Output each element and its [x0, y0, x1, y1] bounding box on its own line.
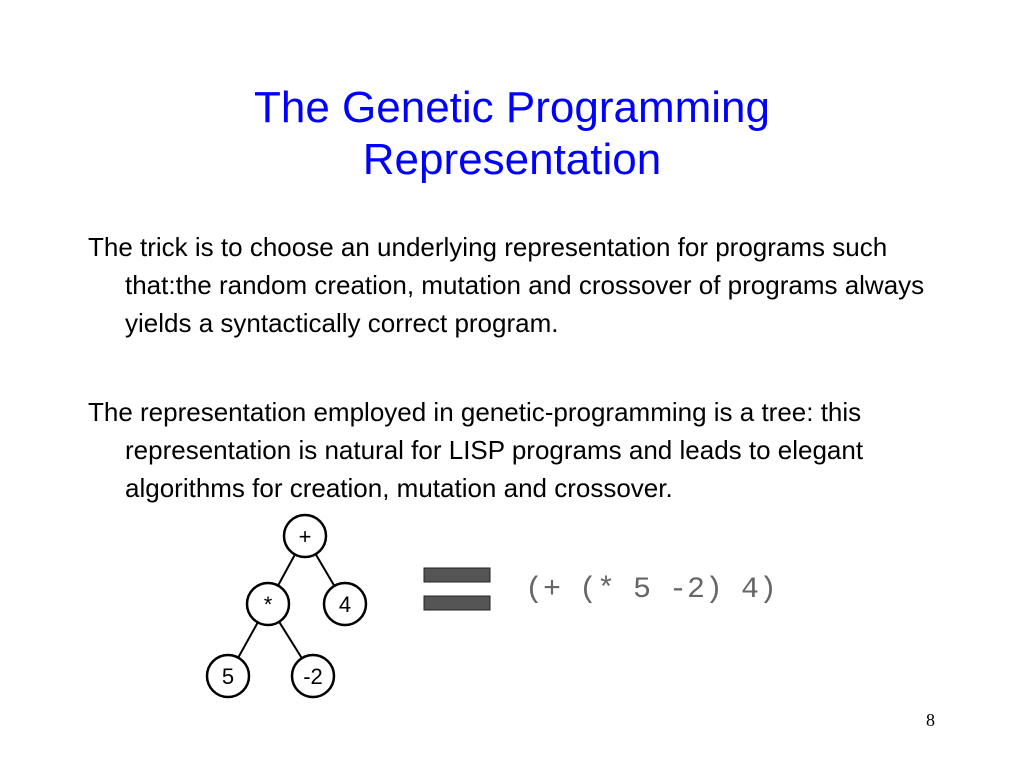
- tree-node-neg-two: -2: [290, 653, 336, 699]
- tree-node-multiply: *: [245, 581, 291, 627]
- node-label-neg-two: -2: [303, 664, 323, 689]
- node-label-plus: +: [299, 524, 312, 549]
- expression-tree-diagram: + * 4 5 -2 (+ (* 5 -2) 4): [170, 500, 870, 705]
- bullet-paragraph-2: The representation employed in genetic-p…: [88, 397, 864, 503]
- bullet-paragraph-1: The trick is to choose an underlying rep…: [88, 232, 925, 338]
- lisp-expression: (+ (* 5 -2) 4): [525, 573, 777, 607]
- equals-sign-icon: [423, 567, 491, 611]
- node-label-five: 5: [222, 664, 234, 689]
- tree-node-five: 5: [205, 653, 251, 699]
- slide-number: 8: [926, 710, 935, 730]
- slide-title: The Genetic Programming Representation: [0, 82, 1024, 186]
- slide-title-line-2: Representation: [362, 135, 662, 184]
- tree-node-four: 4: [322, 581, 368, 627]
- tree-node-plus: +: [282, 513, 328, 559]
- node-label-multiply: *: [264, 592, 273, 617]
- node-label-four: 4: [339, 592, 351, 617]
- slide-title-line-1: The Genetic Programming: [254, 83, 770, 132]
